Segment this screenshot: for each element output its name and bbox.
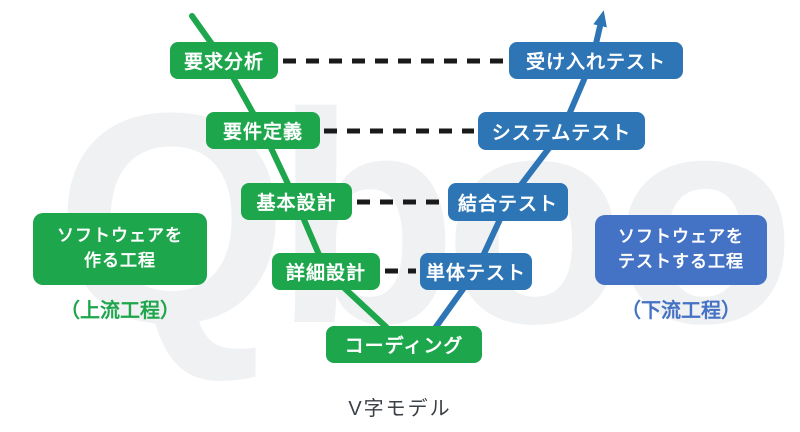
development-process-label: ソフトウェアを 作る工程	[33, 213, 207, 285]
stage-integration-test: 結合テスト	[448, 183, 568, 221]
stage-requirements-definition: 要件定義	[206, 112, 320, 149]
testing-process-label-line2: テストする工程	[618, 252, 744, 271]
downstream-process-label: （下流工程）	[621, 300, 741, 322]
stage-detailed-design: 詳細設計	[272, 253, 380, 290]
diagram-caption: V字モデル	[348, 398, 452, 420]
development-process-label-line2: 作る工程	[84, 251, 156, 270]
stage-acceptance-test: 受け入れテスト	[509, 42, 683, 79]
stage-basic-design: 基本設計	[241, 183, 352, 220]
upstream-process-label: （上流工程）	[60, 300, 180, 322]
stage-unit-test: 単体テスト	[420, 253, 532, 290]
development-process-label-line1: ソフトウェアを	[57, 226, 183, 246]
testing-process-label: ソフトウェアを テストする工程	[595, 215, 767, 285]
stage-system-test: システムテスト	[478, 112, 645, 150]
stage-requirements-analysis: 要求分析	[170, 42, 278, 79]
stage-coding: コーディング	[326, 326, 482, 363]
testing-process-label-line1: ソフトウェアを	[618, 227, 744, 247]
